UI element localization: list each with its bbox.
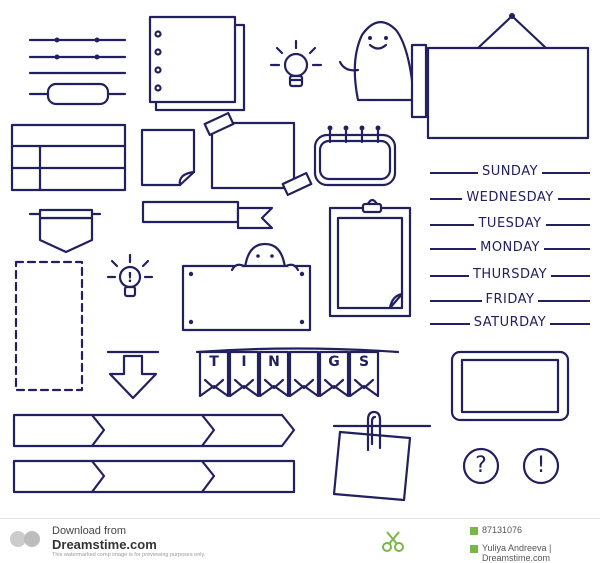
weekday-label: SATURDAY — [469, 315, 551, 330]
flag-letter: N — [268, 354, 280, 370]
disclaimer-text: This watermarked comp image is for previ… — [52, 552, 206, 558]
weekday-row: WEDNESDAY — [430, 188, 590, 208]
svg-text:!: ! — [127, 271, 133, 286]
flag-letter: S — [358, 354, 370, 370]
pill-label — [28, 82, 127, 106]
notepad-stack — [148, 15, 246, 112]
dreamstime-logo — [6, 525, 46, 553]
lightbulb-icon: ! — [106, 253, 154, 298]
credit-marker — [470, 545, 478, 553]
peeking-board — [181, 242, 312, 332]
bullet-journal-elements: ! — [10, 13, 590, 502]
clipboard — [328, 198, 412, 318]
arrow-down-icon — [106, 350, 160, 400]
lightbulb-icon — [269, 39, 323, 88]
download-from-text: Download from — [52, 525, 126, 537]
weekday-label: WEDNESDAY — [462, 190, 558, 205]
weekday-row: THURSDAY — [430, 265, 590, 285]
taped-note — [203, 111, 313, 197]
image-id: 87131076 — [482, 525, 523, 535]
weekday-label: TUESDAY — [474, 216, 546, 231]
question-icon — [462, 447, 500, 485]
hanging-frame — [426, 13, 590, 140]
flag-letter: G — [328, 354, 340, 370]
progress-arrows-top — [12, 413, 296, 448]
weekday-label: THURSDAY — [468, 267, 552, 282]
table-grid — [10, 123, 127, 192]
flag-letter: I — [241, 354, 247, 370]
weekday-label: FRIDAY — [481, 292, 539, 307]
site-name: Dreamstime.com — [52, 537, 157, 552]
weekday-row: MONDAY — [430, 238, 590, 258]
spiral-notepad-icon — [313, 125, 397, 187]
ghost-icon — [338, 21, 428, 119]
watermark-footer: Download from Dreamstime.com This waterm… — [0, 518, 600, 563]
weekday-row: TUESDAY — [430, 214, 590, 234]
question-mark: ? — [475, 453, 487, 478]
divider-lines — [28, 37, 127, 75]
scissors-icon — [382, 531, 404, 552]
ribbon-banner — [141, 200, 274, 230]
pennant-tag — [28, 208, 102, 254]
weekday-row: SATURDAY — [430, 313, 590, 333]
id-marker — [470, 527, 478, 535]
sticky-note — [140, 128, 196, 187]
exclamation-icon — [522, 447, 560, 485]
weekday-row: FRIDAY — [430, 290, 590, 310]
bunting-banner — [195, 347, 400, 398]
dashed-box — [14, 260, 84, 392]
exclamation-mark: ! — [536, 453, 546, 478]
clipped-note — [332, 410, 432, 502]
flag-letter: T — [209, 354, 219, 370]
weekday-row: SUNDAY — [430, 162, 590, 182]
author-credit: Yuliya Andreeva | Dreamstime.com — [482, 543, 552, 563]
tablet-frame — [450, 350, 570, 422]
progress-arrows-bottom — [12, 459, 296, 494]
weekday-label: SUNDAY — [477, 164, 543, 179]
weekday-label: MONDAY — [476, 240, 544, 255]
paperclip-icon — [366, 410, 382, 452]
